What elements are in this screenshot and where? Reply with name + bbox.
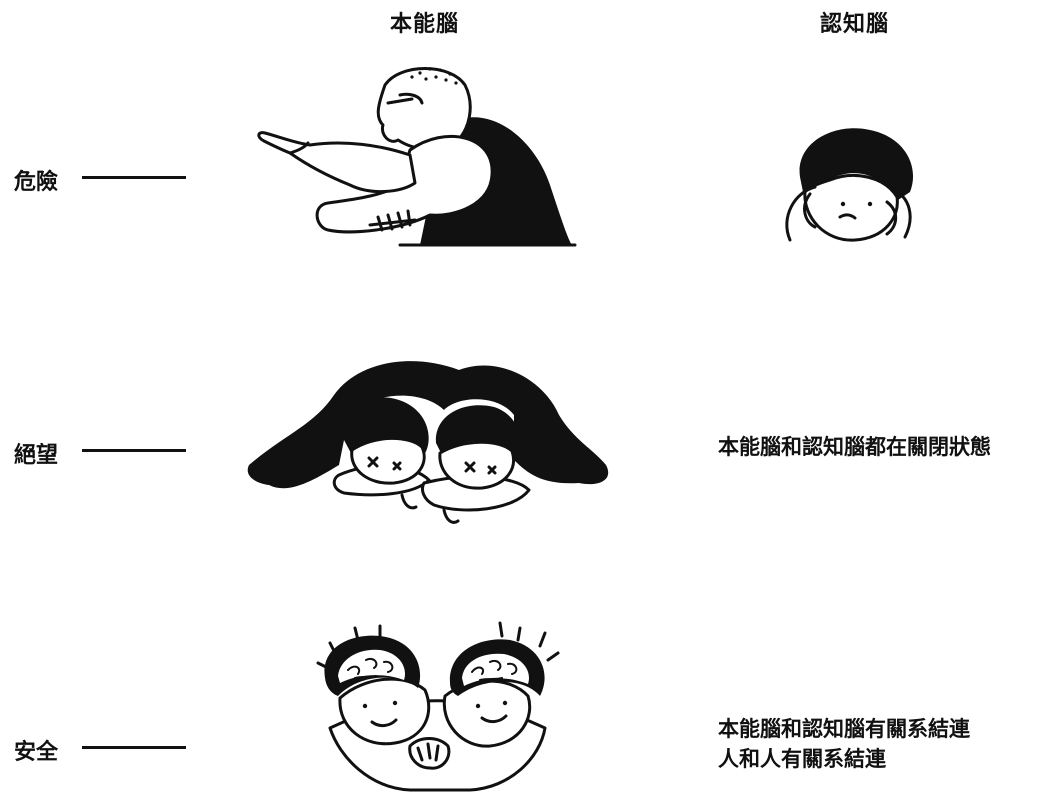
row-divider-despair	[82, 449, 186, 452]
two-people-connected-brains-illustration	[316, 621, 560, 792]
row-label-despair: 絕望	[14, 443, 59, 468]
row-divider-danger	[82, 176, 186, 179]
header-cognitive-brain: 認知腦	[820, 12, 890, 37]
description-despair: 本能腦和認知腦都在關閉狀態	[718, 435, 991, 459]
angry-man-pointing-illustration	[257, 67, 577, 247]
worried-head-holding-illustration	[785, 128, 914, 242]
two-people-under-blanket-illustration	[247, 361, 609, 524]
header-instinct-brain: 本能腦	[390, 12, 460, 37]
row-label-danger: 危險	[14, 170, 59, 195]
description-safety-line2: 人和人有關系結連	[718, 747, 886, 771]
description-safety: 本能腦和認知腦有關系結連 人和人有關系結連	[718, 714, 970, 774]
row-divider-safety	[82, 746, 186, 749]
row-label-safety: 安全	[14, 740, 59, 765]
description-safety-line1: 本能腦和認知腦有關系結連	[718, 717, 970, 741]
